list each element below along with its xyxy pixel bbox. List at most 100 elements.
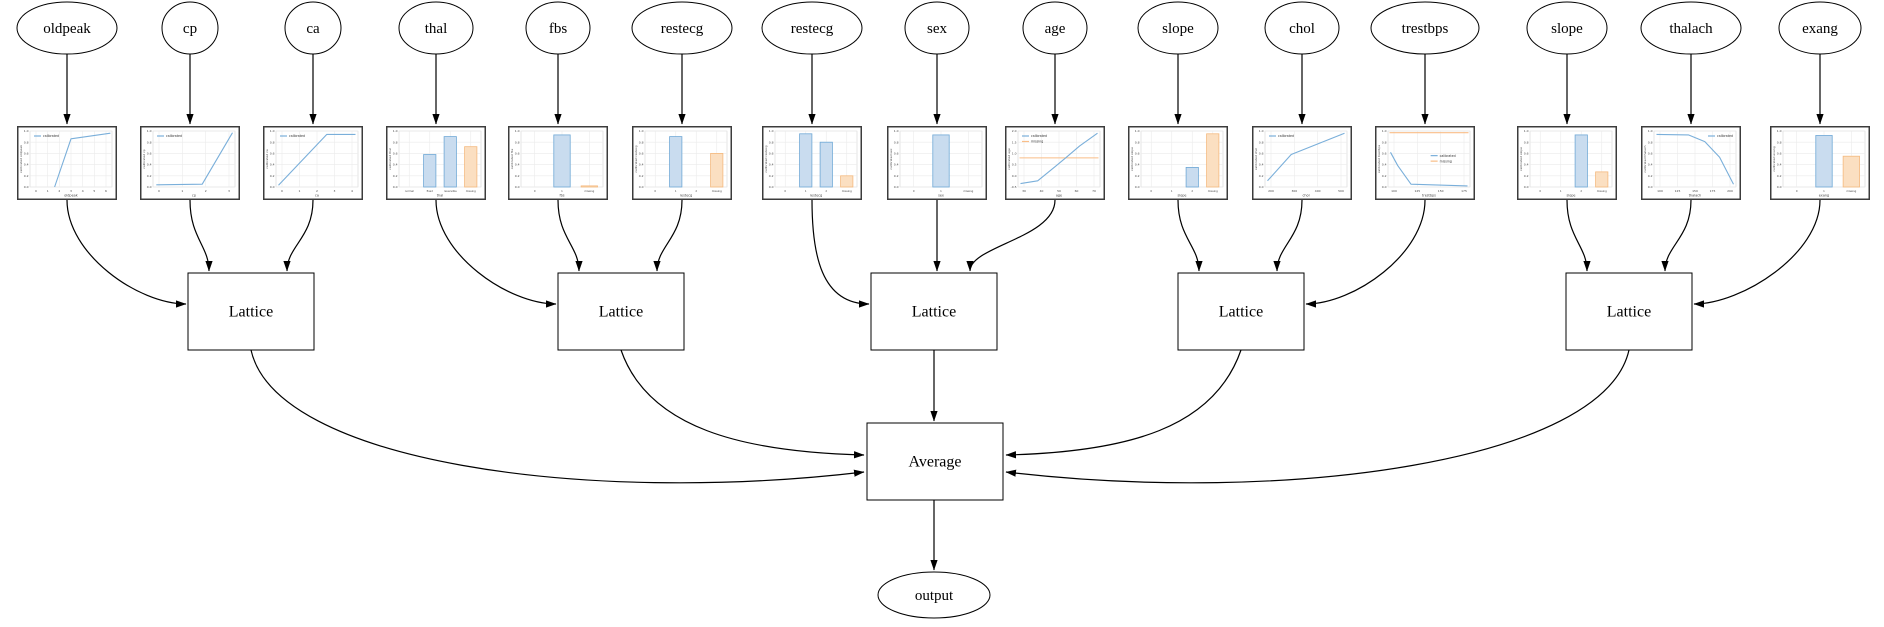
y-tick-label: 0.8 xyxy=(769,140,774,144)
feature-node-slope: slope xyxy=(1137,1,1219,55)
feature-label: oldpeak xyxy=(43,21,91,37)
feature-node-age: age xyxy=(1022,1,1088,55)
feature-label: restecg xyxy=(791,21,834,37)
x-axis-label: oldpeak xyxy=(64,194,77,198)
y-tick-label: 1.0 xyxy=(1648,129,1653,133)
y-tick-label: 0.0 xyxy=(894,185,899,189)
y-tick-label: 1.0 xyxy=(147,129,152,133)
y-tick-label: 0.2 xyxy=(1648,174,1653,178)
output-ellipse xyxy=(877,571,991,619)
y-tick-label: 1.0 xyxy=(1382,129,1387,133)
x-tick-label: 175 xyxy=(1710,189,1716,193)
feature-label: exang xyxy=(1802,21,1838,37)
calibration-bar-1 xyxy=(932,134,950,188)
lattice-box xyxy=(557,272,685,351)
calibration-bar-missing xyxy=(1206,133,1220,188)
feature-ellipse xyxy=(1264,1,1340,55)
output-label: output xyxy=(915,588,954,604)
x-tick-label: 400 xyxy=(1315,189,1321,193)
feature-ellipse xyxy=(631,1,733,55)
x-tick-label: 175 xyxy=(1461,189,1467,193)
feature-label: cp xyxy=(183,21,197,37)
feature-label: fbs xyxy=(549,21,567,37)
y-tick-label: 1.0 xyxy=(639,129,644,133)
y-tick-label: 1.0 xyxy=(393,129,398,133)
y-axis-label: calibrated cp xyxy=(142,149,146,169)
x-tick-label: 0 xyxy=(35,189,37,193)
y-tick-label: 0.4 xyxy=(639,163,644,167)
y-tick-label: 0.6 xyxy=(1259,152,1264,156)
x-axis-label: chol xyxy=(1302,194,1309,198)
y-tick-label: 0.2 xyxy=(24,174,29,178)
y-tick-label: 0.6 xyxy=(1382,152,1387,156)
x-tick-label: 4 xyxy=(351,189,353,193)
y-tick-label: 0.2 xyxy=(1524,174,1529,178)
y-tick-label: 0.2 xyxy=(1777,174,1782,178)
y-tick-label: 0.0 xyxy=(24,185,29,189)
y-tick-label: 0.4 xyxy=(393,163,398,167)
feature-node-fbs: fbs xyxy=(525,1,591,55)
lattice-box xyxy=(187,272,315,351)
feature-node-oldpeak: oldpeak xyxy=(16,1,118,55)
y-tick-label: 0.8 xyxy=(639,140,644,144)
x-tick-label: missing xyxy=(466,189,476,193)
y-tick-label: 0.8 xyxy=(894,140,899,144)
calibration-line xyxy=(156,132,233,186)
calibration-bar-1 xyxy=(1815,135,1833,188)
y-axis-label: calibrated oldpeak xyxy=(19,145,23,173)
y-tick-label: 0.2 xyxy=(1259,174,1264,178)
y-tick-label: 0.4 xyxy=(270,163,275,167)
calibration-line xyxy=(1020,132,1098,185)
x-tick-label: reversible xyxy=(444,189,457,193)
feature-node-chol: chol xyxy=(1264,1,1340,55)
x-tick-label: 0 xyxy=(654,189,656,193)
y-tick-label: 0.6 xyxy=(24,152,29,156)
x-tick-label: 1 xyxy=(940,189,942,193)
x-tick-label: missing xyxy=(1597,189,1607,193)
edge-chart-ca-to-lattice-1 xyxy=(283,199,314,272)
y-tick-label: 0.8 xyxy=(393,140,398,144)
calibration-line xyxy=(1656,133,1734,185)
lattice-node-4: Lattice xyxy=(1177,272,1305,351)
calibration-line xyxy=(1267,132,1345,182)
y-tick-label: 0.4 xyxy=(1135,163,1140,167)
x-tick-label: 70 xyxy=(1092,189,1096,193)
lattice-label: Lattice xyxy=(599,304,643,321)
lattice-box xyxy=(870,272,998,351)
x-tick-label: 2 xyxy=(1191,189,1193,193)
x-tick-label: missing xyxy=(584,189,594,193)
y-axis-label: calibrated slope xyxy=(1130,147,1134,171)
edge-chart-restecg-to-lattice-3 xyxy=(811,199,870,308)
calibration-bar-2 xyxy=(819,141,833,188)
y-tick-label: 1.0 xyxy=(894,129,899,133)
y-tick-label: 0.6 xyxy=(1648,152,1653,156)
y-tick-label: 0.4 xyxy=(1524,163,1529,167)
y-tick-label: 0.2 xyxy=(393,174,398,178)
x-tick-label: 5 xyxy=(93,189,95,193)
y-tick-label: 0.8 xyxy=(1135,140,1140,144)
x-axis-label: age xyxy=(1056,194,1062,198)
x-tick-label: 1 xyxy=(1171,189,1173,193)
y-tick-label: 1.5 xyxy=(1012,140,1017,144)
x-tick-label: 100 xyxy=(1657,189,1663,193)
y-axis-label: calibrated thal xyxy=(388,148,392,170)
x-tick-label: 0 xyxy=(158,189,160,193)
x-tick-label: fixed xyxy=(427,189,434,193)
y-tick-label: 0.0 xyxy=(393,185,398,189)
x-axis-label: trestbps xyxy=(1422,194,1436,198)
lattice-box xyxy=(1565,272,1693,351)
y-axis-label: calibrated fbs xyxy=(510,148,514,169)
y-tick-label: 0.0 xyxy=(1777,185,1782,189)
y-tick-label: 1.0 xyxy=(515,129,520,133)
calibration-bar-reversible xyxy=(443,136,457,188)
y-tick-label: 1.0 xyxy=(1259,129,1264,133)
y-tick-label: 0.0 xyxy=(270,185,275,189)
